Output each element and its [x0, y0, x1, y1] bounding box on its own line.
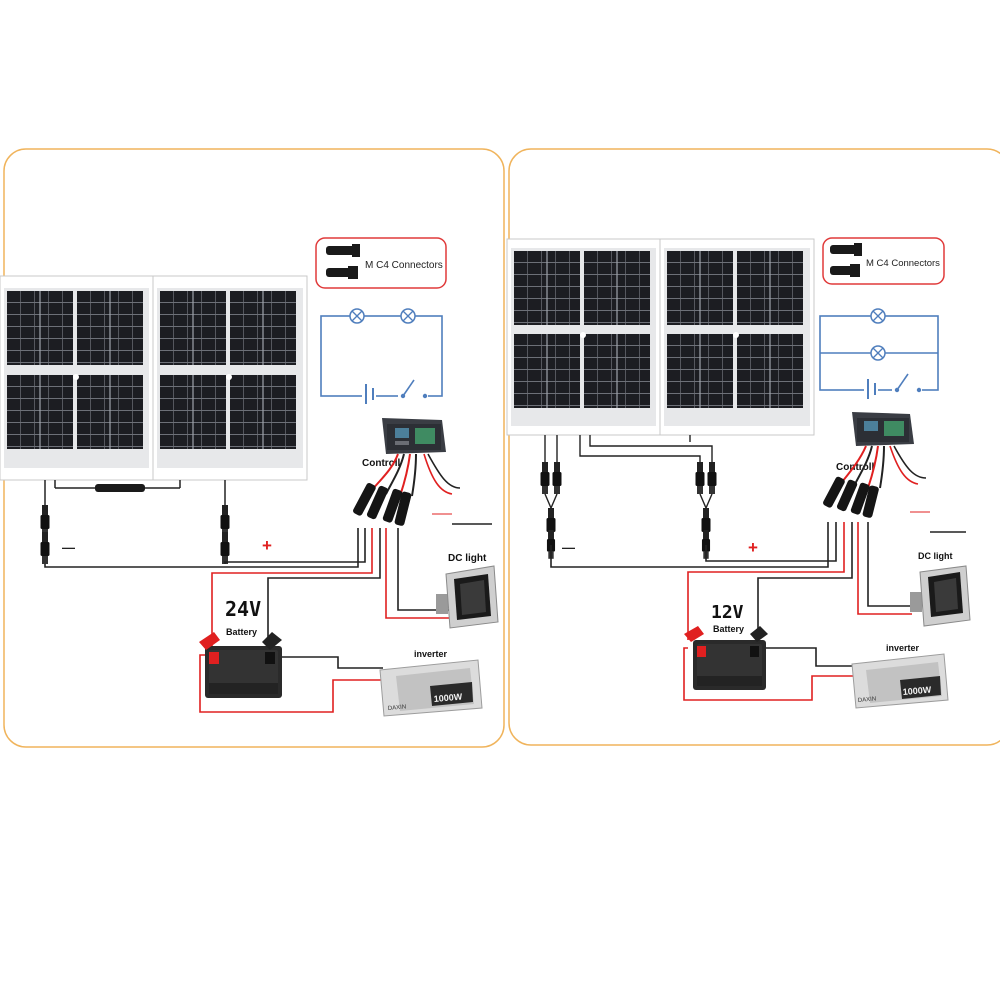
right-wiring	[550, 522, 912, 701]
right-solar-panel-1	[506, 238, 661, 436]
right-connector-label: M C4 Connectors	[866, 258, 940, 269]
right-inverter-icon	[851, 653, 949, 709]
right-battery-label: Battery	[713, 624, 744, 634]
switch-icon	[892, 373, 922, 396]
left-load-circuit	[320, 315, 443, 397]
left-mc4-minus	[40, 480, 50, 564]
right-charge-controller-icon	[852, 412, 914, 446]
right-inverter-brand: DAXIN	[858, 696, 877, 704]
left-inverter-power: 1000W	[433, 692, 463, 704]
dc-light-icon	[436, 565, 499, 629]
left-connector-label: M C4 Connectors	[365, 260, 443, 271]
right-solar-panel-2	[659, 238, 815, 436]
left-connector-legend: M C4 Connectors	[315, 237, 447, 289]
right-diagram: — + M C4 Connectors	[506, 148, 1000, 746]
left-inverter-brand: DAXIN	[388, 704, 407, 712]
left-series-connector	[54, 480, 181, 492]
right-inverter-label: inverter	[886, 643, 920, 653]
left-inverter-icon	[379, 659, 483, 717]
right-controller-cables	[823, 445, 966, 533]
left-battery-label: Battery	[226, 627, 257, 637]
left-inverter-label: inverter	[414, 649, 448, 659]
mc4-connector-icon	[830, 243, 862, 277]
battery-symbol	[362, 384, 376, 404]
right-controller-label: Controll	[836, 462, 875, 473]
right-battery-icon	[684, 626, 768, 690]
bulb-icon	[870, 308, 886, 324]
right-frame	[508, 148, 1000, 746]
right-inverter-power: 1000W	[902, 685, 932, 697]
right-dc-light-label: DC light	[918, 551, 953, 561]
left-solar-panel-1	[0, 275, 154, 481]
switch-icon	[398, 379, 428, 402]
right-parallel-leads	[544, 435, 713, 462]
right-mc4-minus	[540, 462, 562, 559]
bulb-icon	[400, 308, 416, 324]
right-mc4-plus	[695, 462, 717, 559]
battery-symbol	[864, 379, 878, 399]
left-battery-icon	[199, 632, 282, 698]
left-controller-label: Controll	[362, 458, 401, 469]
left-voltage-label: 24V	[225, 597, 261, 621]
right-voltage-label: 12V	[711, 602, 744, 623]
right-plus-label: +	[748, 538, 758, 557]
left-plus-label: +	[262, 536, 272, 555]
bulb-icon	[349, 308, 365, 324]
left-controller-cables	[353, 453, 492, 526]
right-minus-label: —	[562, 540, 575, 555]
left-solar-panel-2	[152, 275, 308, 481]
mc4-connector-icon	[326, 244, 360, 279]
right-connector-legend: M C4 Connectors	[822, 237, 945, 285]
dc-light-icon	[910, 565, 971, 627]
left-minus-label: —	[62, 540, 75, 555]
left-charge-controller-icon	[382, 418, 446, 454]
left-mc4-plus	[220, 480, 230, 564]
left-dc-light-label: DC light	[448, 553, 487, 564]
bulb-icon	[870, 345, 886, 361]
left-diagram: — + M C4 Connectors	[0, 148, 505, 748]
